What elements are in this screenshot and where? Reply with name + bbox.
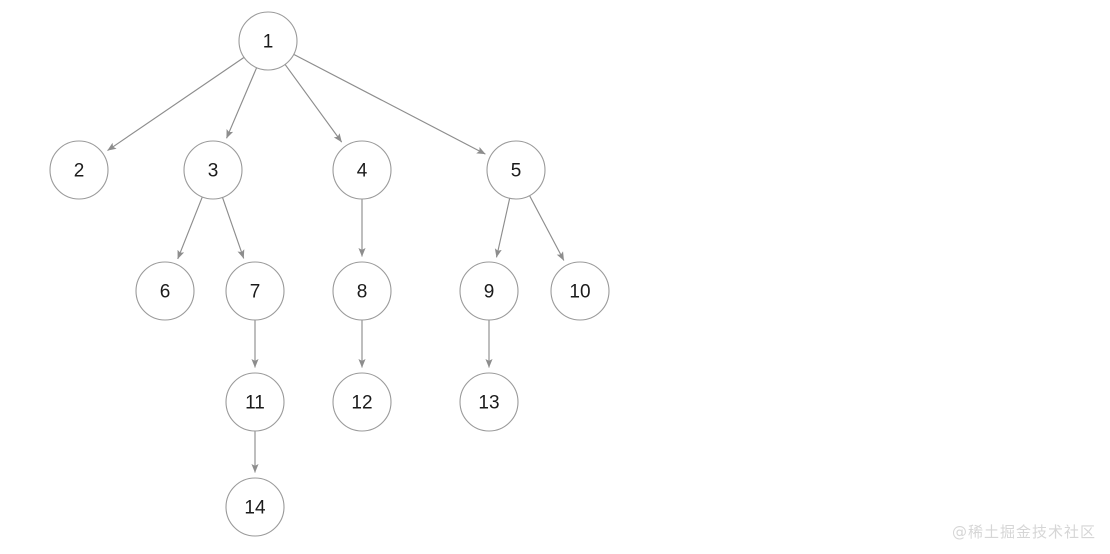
node-label: 5 <box>511 161 522 182</box>
node-circle[interactable] <box>486 140 546 200</box>
node-circle[interactable] <box>550 261 610 321</box>
node-circle[interactable] <box>459 372 519 432</box>
node-label: 6 <box>160 282 171 303</box>
node-label: 1 <box>263 32 274 53</box>
node-circle[interactable] <box>332 140 392 200</box>
tree-node[interactable]: 3 <box>183 140 243 200</box>
node-label: 8 <box>357 282 368 303</box>
node-circle[interactable] <box>238 11 298 71</box>
tree-node[interactable]: 4 <box>332 140 392 200</box>
tree-node[interactable]: 8 <box>332 261 392 321</box>
node-label: 14 <box>244 498 266 519</box>
node-label: 2 <box>74 161 85 182</box>
tree-node[interactable]: 7 <box>225 261 285 321</box>
edges-layer <box>107 53 565 473</box>
node-circle[interactable] <box>332 261 392 321</box>
tree-edge <box>284 64 343 143</box>
tree-node[interactable]: 10 <box>550 261 610 321</box>
tree-edge <box>226 67 258 139</box>
tree-node[interactable]: 12 <box>332 372 392 432</box>
tree-node[interactable]: 5 <box>486 140 546 200</box>
tree-edge <box>494 198 511 258</box>
node-circle[interactable] <box>225 477 285 537</box>
node-circle[interactable] <box>332 372 392 432</box>
tree-edge <box>221 197 245 259</box>
node-circle[interactable] <box>49 140 109 200</box>
node-circle[interactable] <box>225 261 285 321</box>
tree-node[interactable]: 14 <box>225 477 285 537</box>
node-label: 9 <box>484 282 495 303</box>
tree-edge <box>529 195 565 261</box>
tree-node[interactable]: 9 <box>459 261 519 321</box>
tree-node[interactable]: 2 <box>49 140 109 200</box>
tree-node[interactable]: 6 <box>135 261 195 321</box>
tree-edge <box>107 56 245 152</box>
node-label: 11 <box>245 393 265 414</box>
node-label: 10 <box>569 282 590 303</box>
tree-edge <box>177 196 203 260</box>
node-circle[interactable] <box>225 372 285 432</box>
node-circle[interactable] <box>183 140 243 200</box>
tree-node[interactable]: 11 <box>225 372 285 432</box>
node-label: 4 <box>357 161 368 182</box>
node-label: 13 <box>478 393 499 414</box>
tree-node[interactable]: 13 <box>459 372 519 432</box>
node-label: 7 <box>250 282 261 303</box>
watermark: @稀土掘金技术社区 <box>951 523 1096 541</box>
tree-node[interactable]: 1 <box>238 11 298 71</box>
node-label: 12 <box>351 393 372 414</box>
node-circle[interactable] <box>135 261 195 321</box>
node-label: 3 <box>208 161 219 182</box>
node-circle[interactable] <box>459 261 519 321</box>
tree-edge <box>293 53 486 155</box>
